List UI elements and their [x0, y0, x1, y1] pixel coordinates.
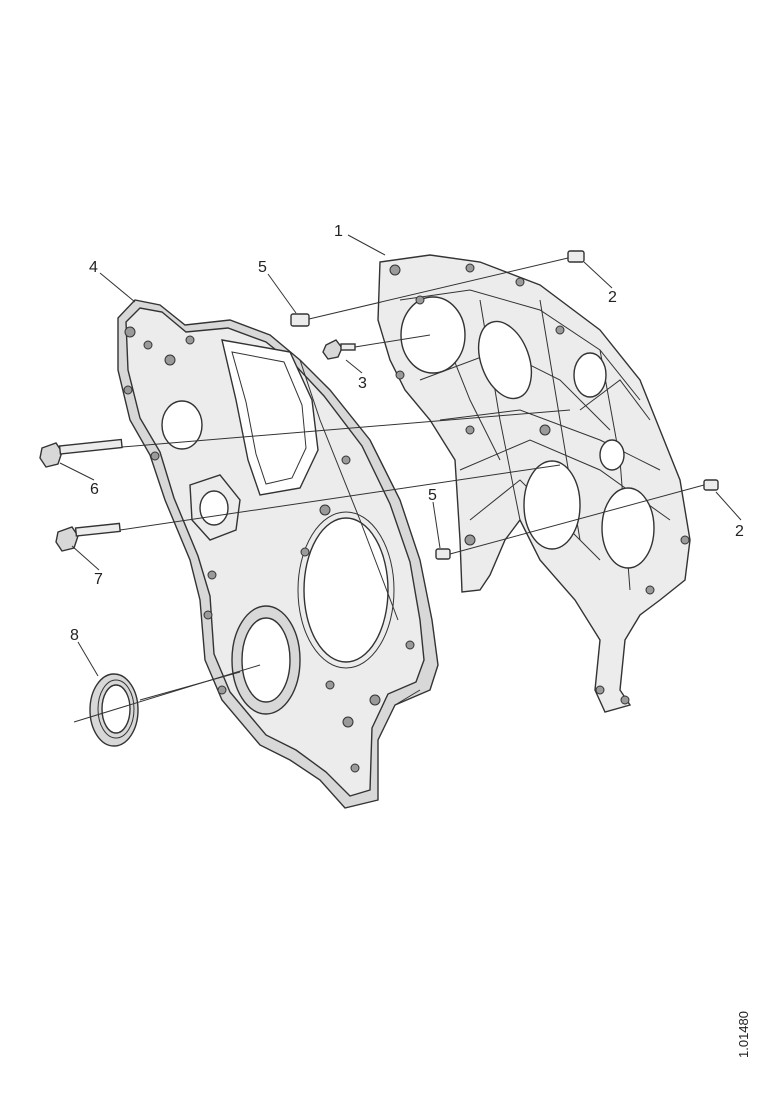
- timing-cover-part-4: [117, 299, 439, 809]
- dowel-pin-part-5-upper: [290, 313, 310, 327]
- callout-2-lower: 2: [735, 523, 744, 540]
- dowel-pin-part-5-lower: [435, 548, 451, 560]
- callout-labels: 1 2 2 3 4 5 5 6 7 8: [70, 223, 744, 644]
- screw-part-3: [322, 339, 356, 360]
- bolt-part-6: [39, 438, 123, 468]
- callout-3: 3: [358, 375, 367, 392]
- callout-1: 1: [334, 223, 343, 240]
- assembly-lines: [73, 257, 705, 723]
- leader-lines: [59, 234, 742, 677]
- timing-housing-part-1: [377, 254, 691, 713]
- callout-7: 7: [94, 571, 103, 588]
- bolt-part-7: [55, 522, 121, 552]
- reference-code: 1.01480: [736, 1011, 751, 1058]
- callout-2-upper: 2: [608, 289, 617, 306]
- callout-8: 8: [70, 627, 79, 644]
- callout-6: 6: [90, 481, 99, 498]
- callout-5-lower: 5: [428, 487, 437, 504]
- callout-5-upper: 5: [258, 259, 267, 276]
- dowel-pin-part-2-lower: [703, 479, 719, 491]
- callout-4: 4: [89, 259, 98, 276]
- dowel-pin-part-2-upper: [567, 250, 585, 263]
